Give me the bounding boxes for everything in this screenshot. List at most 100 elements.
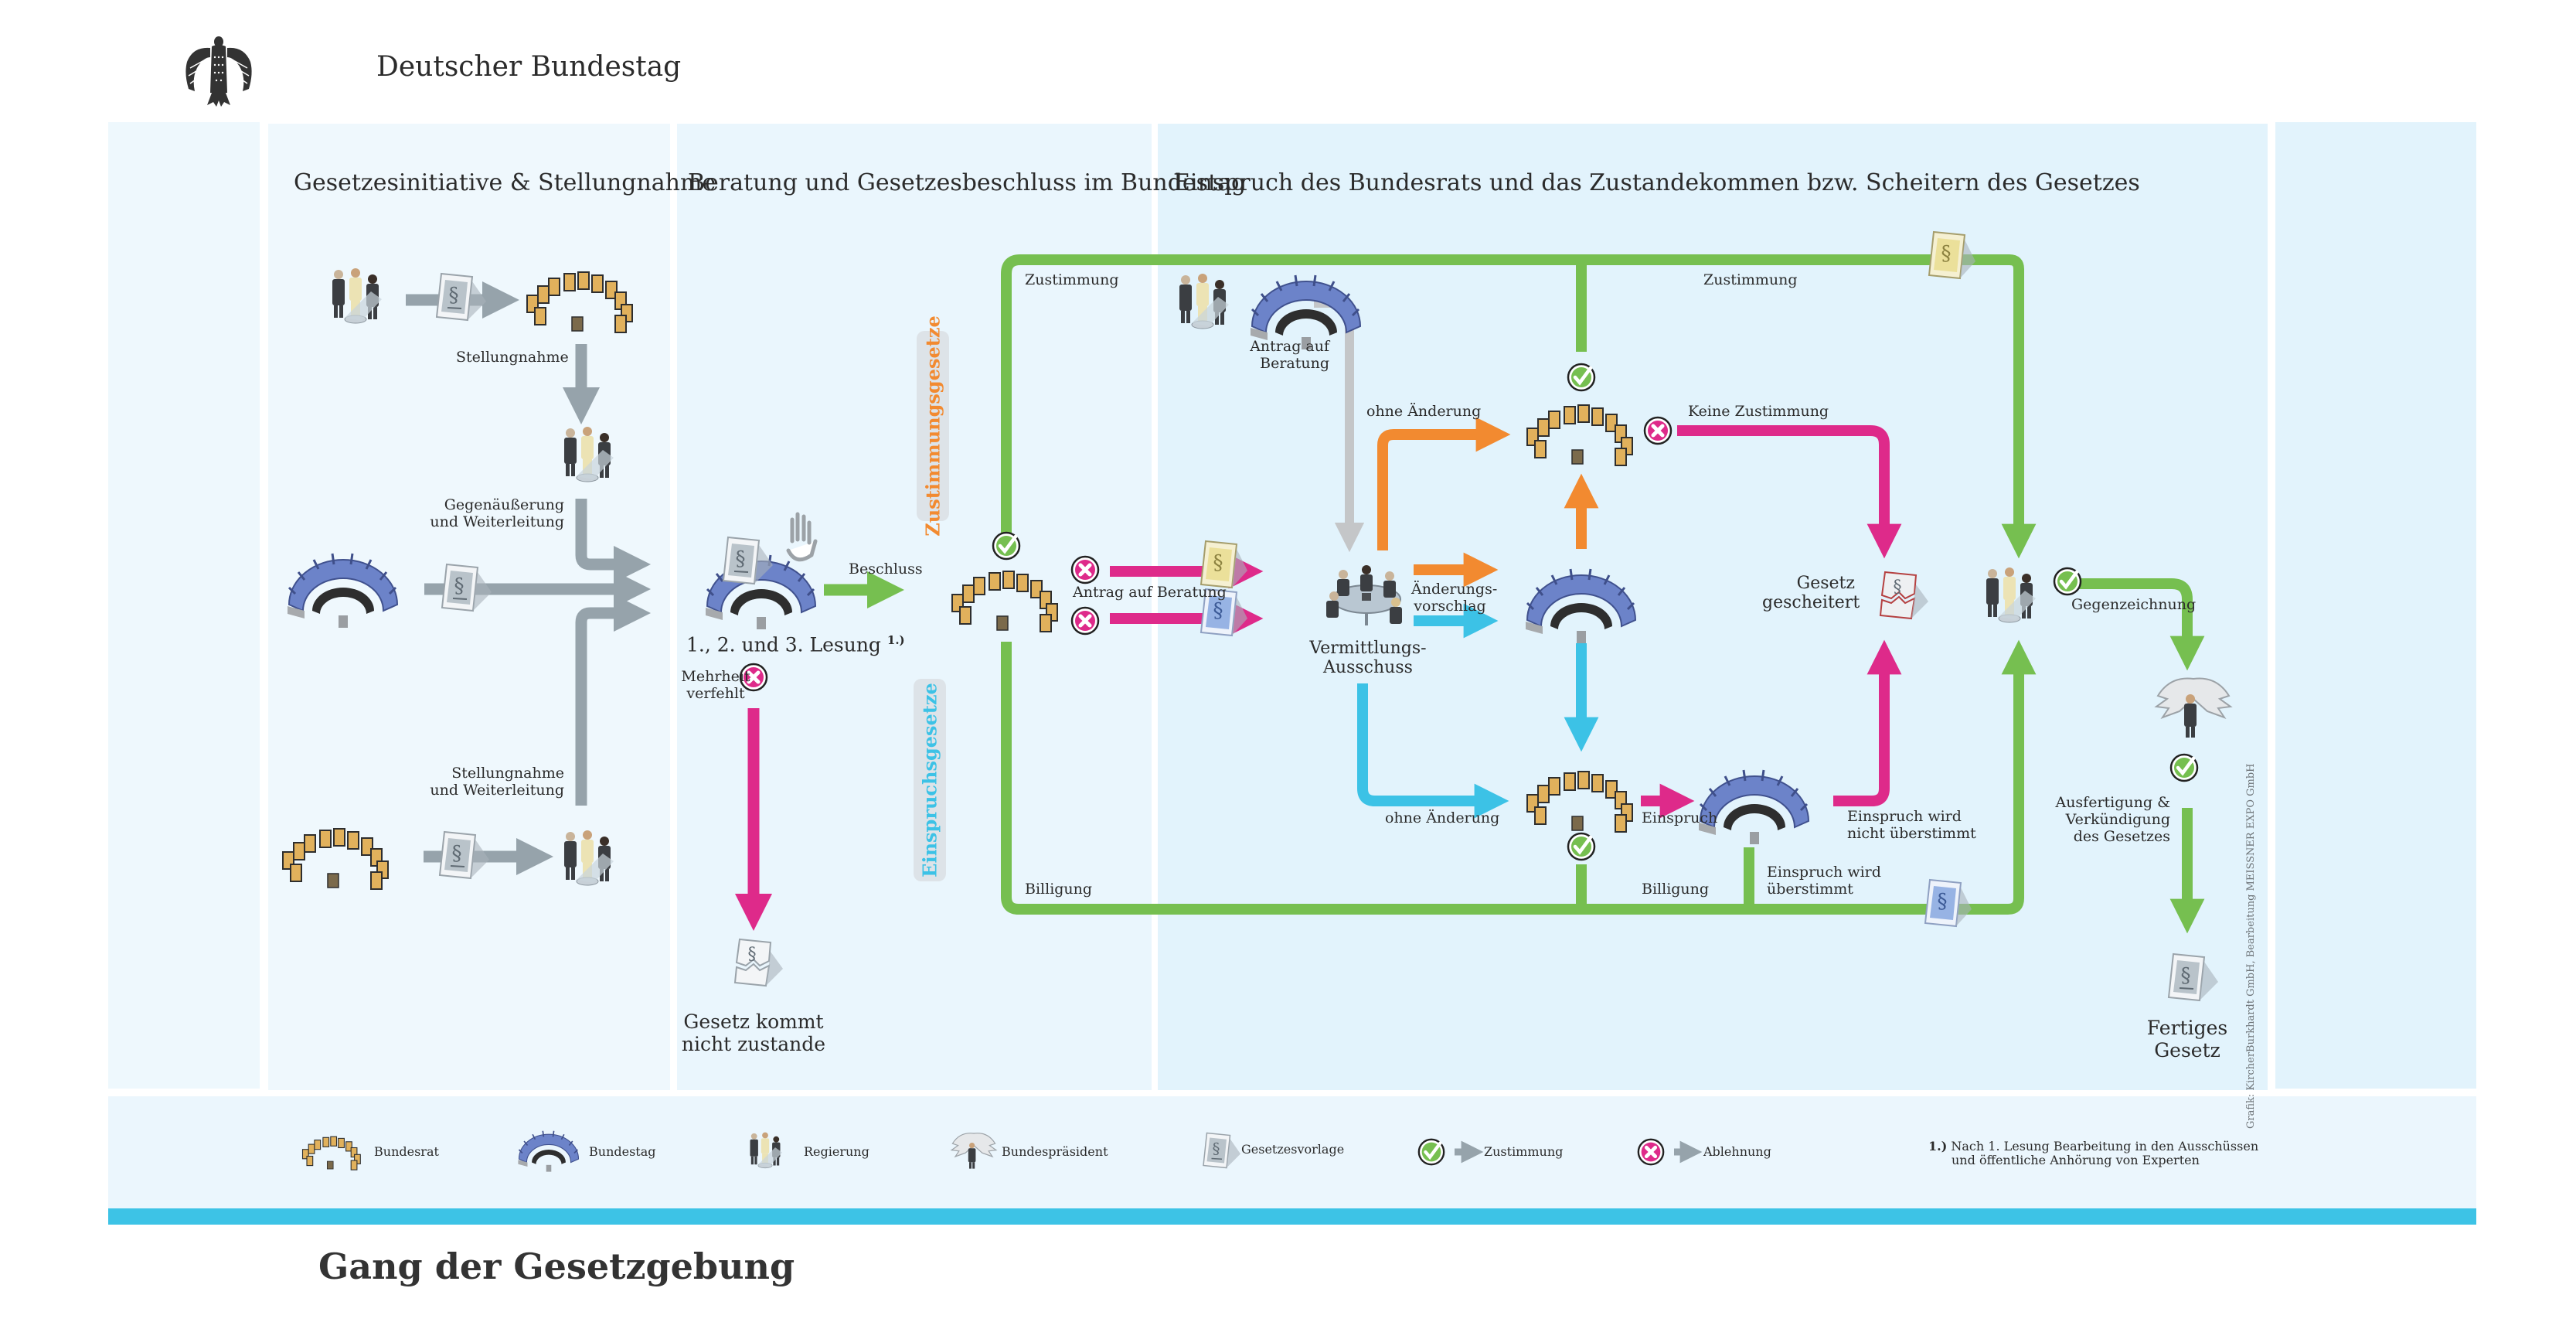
label-aenderung-line2: vorschlag: [1414, 597, 1486, 615]
arrow-ohne-aenderung-bottom: [1357, 683, 1509, 819]
tab-einspruchsgesetze: Einspruchsgesetze: [914, 679, 946, 881]
legend-gesetzesvorlage-icon: [1203, 1132, 1241, 1169]
flow-cyan: [1357, 603, 1599, 819]
path-zustimmung-top: [1001, 254, 2037, 559]
label-fertig-line1: Fertiges: [2146, 1017, 2228, 1039]
panel-left-margin: [108, 122, 260, 1089]
gesetz-gescheitert-icon: [1880, 571, 1929, 619]
label-beschluss: Beschluss: [849, 561, 923, 578]
gesetzesvorlage-icon-1: [436, 273, 487, 321]
law-type-objection-label: Einspruchsgesetze: [918, 683, 941, 877]
regierung-icon-2: [563, 426, 614, 482]
label-ausfertigung-line1: Ausfertigung &: [2055, 794, 2170, 811]
legend-bundestag-icon: [517, 1130, 580, 1173]
label-gesetz-nicht-zustande: Gesetz kommt nicht zustande: [672, 1010, 835, 1056]
legend-bundesrat-icon: [301, 1136, 361, 1171]
regierung-icon-4: [1179, 273, 1230, 329]
label-vermittlung-line2: Ausschuss: [1323, 658, 1413, 678]
gesetz-torn-icon: [734, 939, 784, 987]
label-ohne-aenderung-top: ohne Änderung: [1366, 403, 1482, 420]
credit-text: Grafik: KircherBurkhardt GmbH, Bearbeitu…: [2245, 763, 2257, 1130]
label-ueberstimmt-line2: überstimmt: [1767, 880, 1853, 898]
legend-label-regierung: Regierung: [804, 1144, 869, 1159]
legend-label-bundespraesident: Bundespräsident: [1002, 1144, 1108, 1159]
label-gegenaeusserung-line1: Gegenäußerung: [444, 496, 564, 513]
vermittlungsausschuss-icon: [1325, 564, 1404, 627]
legend-bundespraesident-icon: [951, 1133, 997, 1170]
section-title-einspruch: Einspruch des Bundesrats und das Zustand…: [1173, 169, 2140, 196]
regierung-icon-5: [1986, 567, 2037, 623]
label-gegenaeusserung-line2: und Weiterleitung: [430, 513, 564, 530]
legend-panel: [108, 1096, 2476, 1209]
label-zustimmung-top: Zustimmung: [1703, 271, 1798, 288]
label-ausfertigung: Ausfertigung & Verkündigung des Gesetzes: [2040, 794, 2170, 846]
label-ausfertigung-line2: Verkündigung: [2065, 810, 2170, 828]
label-antrag-beratung: Antrag auf Beratung: [1073, 584, 1227, 601]
label-lesung: 1., 2. und 3. Lesung 1.): [686, 633, 905, 656]
approval-icon-3: [1568, 833, 1594, 860]
label-stellungnahme-weiter-line1: Stellungnahme: [451, 765, 564, 782]
rejection-icon-keine-zustimmung: [1645, 417, 1671, 444]
label-nicht-zustande-line2: nicht zustande: [681, 1032, 826, 1055]
bundesadler-logo: [176, 31, 261, 108]
legend-regierung-icon: [750, 1132, 783, 1169]
legend-label-ablehnung: Ablehnung: [1703, 1144, 1771, 1159]
label-nicht-ueberstimmt: Einspruch wird nicht überstimmt: [1847, 808, 1976, 843]
label-nicht-zustande-line1: Gesetz kommt: [683, 1010, 824, 1033]
label-stellungnahme-weiter-line2: und Weiterleitung: [430, 781, 564, 799]
bundestag-icon-3: [1524, 567, 1637, 645]
legend-label-bundesrat: Bundesrat: [374, 1144, 439, 1159]
arrow-gegenaeusserung: [575, 499, 652, 584]
bundestag-icon-1: [286, 552, 399, 629]
label-keine-zustimmung: Keine Zustimmung: [1688, 403, 1829, 420]
label-mehrheit-line1: Mehrheit: [681, 668, 750, 685]
legend-approval-icon: [1419, 1140, 1444, 1164]
section-title-initiative: Gesetzesinitiative & Stellungnahme: [294, 169, 716, 196]
label-ausfertigung-line3: des Gesetzes: [2073, 827, 2170, 845]
label-gescheitert-line1: Gesetz: [1796, 574, 1855, 593]
approval-icon-2: [1568, 364, 1594, 390]
gesetzesvorlage-yellow-icon-1: [1200, 540, 1248, 588]
legend-footnote: 1.) Nach 1. Lesung Bearbeitung in den Au…: [1928, 1139, 2258, 1168]
gesetzesvorlage-blue-icon-2: [1924, 879, 1972, 927]
approval-icon-4: [2054, 568, 2081, 595]
label-nicht-ueberstimmt-line2: nicht überstimmt: [1847, 824, 1976, 842]
gesetzesvorlage-yellow-icon-2: [1928, 231, 1976, 279]
approval-icon-5: [2171, 755, 2197, 781]
legend-label-zustimmung: Zustimmung: [1484, 1144, 1564, 1159]
label-stellungnahme: Stellungnahme: [456, 349, 569, 366]
label-ueberstimmt: Einspruch wird überstimmt: [1767, 864, 1881, 898]
footnote-marker: 1.): [886, 633, 905, 647]
bundesrat-icon-3: [951, 571, 1058, 632]
label-ueberstimmt-line1: Einspruch wird: [1767, 864, 1881, 881]
label-gesetz-gescheitert: Gesetz gescheitert: [1762, 574, 1860, 613]
approval-icon-1: [993, 533, 1019, 559]
section-title-beratung: Beratung und Gesetzesbeschluss im Bundes…: [688, 169, 1247, 196]
tab-zustimmungsgesetze: Zustimmungsgesetze: [917, 315, 949, 537]
label-billigung-left: Billigung: [1025, 881, 1093, 898]
org-name: Deutscher Bundestag: [376, 51, 682, 83]
label-antrag-top-line1: Antrag auf: [1250, 338, 1329, 355]
label-ohne-aenderung-bottom: ohne Änderung: [1385, 809, 1500, 826]
label-lesung-text: 1., 2. und 3. Lesung: [686, 633, 881, 656]
label-vermittlungsausschuss: Vermittlungs- Ausschuss: [1298, 639, 1438, 678]
label-fertig-line2: Gesetz: [2154, 1038, 2220, 1061]
path-billigung-bottom: [1001, 639, 2037, 915]
label-antrag-top-line2: Beratung: [1260, 354, 1329, 372]
regierung-icon-3: [563, 830, 614, 886]
legend-label-bundestag: Bundestag: [589, 1144, 656, 1159]
icons-beratung: [704, 512, 818, 987]
label-antrag-beratung-top: Antrag auf Beratung: [1237, 338, 1329, 373]
label-gescheitert-line2: gescheitert: [1762, 593, 1860, 613]
rejection-icon-antrag-1: [1072, 557, 1098, 583]
legend-footnote-marker: 1.): [1928, 1139, 1948, 1154]
label-zustimmung-left: Zustimmung: [1025, 271, 1119, 288]
path-gegenzeichnung: [2079, 578, 2205, 671]
label-nicht-ueberstimmt-line1: Einspruch wird: [1847, 808, 1962, 825]
label-gegenzeichnung: Gegenzeichnung: [2071, 596, 2197, 613]
flow-beratung: [734, 571, 905, 932]
bundesrat-icon-1: [526, 271, 633, 333]
path-nicht-ueberstimmt: [1833, 639, 1902, 806]
bundespraesident-icon: [2156, 677, 2231, 738]
